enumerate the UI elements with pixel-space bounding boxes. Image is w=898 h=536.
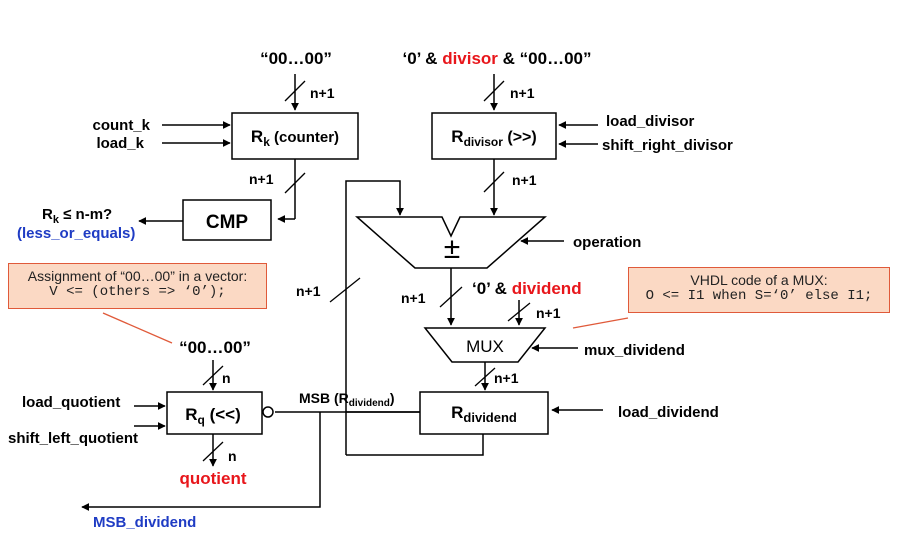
rk-out-width-slash <box>284 172 306 194</box>
load-k-label: load_k <box>96 135 144 152</box>
mux-block <box>423 327 547 363</box>
operation-label: operation <box>573 234 641 251</box>
rdivisor-input-width-label: n+1 <box>510 85 535 101</box>
alu-operation-symbol: ± <box>444 232 460 265</box>
rdivisor-label: Rdivisor (>>) <box>451 127 536 149</box>
zeros-quotient-label: “00…00” <box>179 338 251 357</box>
shift-right-divisor-label: shift_right_divisor <box>602 137 733 154</box>
msb-inverter-bubble <box>262 406 274 418</box>
dividend-input-width-slash <box>507 302 531 322</box>
alu-adder-subtractor <box>355 216 547 269</box>
feedback-width-slash <box>329 277 361 303</box>
rdivisor-block <box>431 112 557 160</box>
zeros-input-label: “00…00” <box>260 49 332 68</box>
cmp-condition-label: Rk ≤ n-m? <box>42 206 112 226</box>
rk-input-width-label: n+1 <box>310 85 335 101</box>
rq-input-width-label: n <box>222 370 231 386</box>
assign-vector-note: Assignment of “00…00” in a vector: V <= … <box>8 263 267 309</box>
rdividend-label: Rdividend <box>451 403 517 425</box>
dividend-feedback-bottom <box>346 434 484 456</box>
assign-note-code: V <= (others => ‘0’); <box>49 284 226 300</box>
rk-out-width-label: n+1 <box>249 171 274 187</box>
mux-out-width-slash <box>474 367 496 387</box>
rq-output-width-label: n <box>228 448 237 464</box>
mux-dividend-label: mux_dividend <box>584 342 685 359</box>
dividend-input-label: ‘0’ & dividend <box>472 279 582 298</box>
alu-out-width-slash <box>439 286 463 308</box>
rdivisor-out-width-label: n+1 <box>512 172 537 188</box>
rdividend-block <box>419 391 549 435</box>
rk-counter-label: Rk (counter) <box>251 127 339 149</box>
mux-note-title: VHDL code of a MUX: <box>690 272 828 288</box>
mux-note-pointer <box>572 317 629 329</box>
msb-rdividend-label: MSB (Rdividend) <box>299 390 395 409</box>
rq-output-width-slash <box>202 441 224 462</box>
msb-dividend-label: MSB_dividend <box>93 514 196 531</box>
feedback-width-label: n+1 <box>296 283 321 299</box>
load-quotient-label: load_quotient <box>22 394 120 411</box>
dividend-input-width-label: n+1 <box>536 305 561 321</box>
shift-left-quotient-label: shift_left_quotient <box>8 430 138 447</box>
msb-dividend-wire <box>81 412 321 511</box>
assign-note-pointer <box>102 312 173 344</box>
cmp-label: CMP <box>206 212 249 233</box>
cmp-block <box>182 199 272 241</box>
rk-input-width-slash <box>284 80 306 102</box>
mux-note-code: O <= I1 when S=‘0’ else I1; <box>645 288 873 304</box>
divisor-input-label: ‘0’ & divisor & “00…00” <box>403 49 592 68</box>
rdivisor-out-width-slash <box>483 171 505 193</box>
vhdl-mux-note: VHDL code of a MUX: O <= I1 when S=‘0’ e… <box>628 267 890 313</box>
load-dividend-label: load_dividend <box>618 404 719 421</box>
load-divisor-label: load_divisor <box>606 113 695 130</box>
count-k-label: count_k <box>92 117 150 134</box>
rq-label: Rq (<<) <box>185 405 241 427</box>
rq-input-width-slash <box>202 365 224 386</box>
mux-out-width-label: n+1 <box>494 370 519 386</box>
rk-counter-block <box>231 112 359 160</box>
assign-note-title: Assignment of “00…00” in a vector: <box>27 268 248 284</box>
rdivisor-input-width-slash <box>483 80 505 102</box>
mux-label: MUX <box>466 337 504 356</box>
rq-block <box>166 391 263 435</box>
quotient-output-label: quotient <box>179 469 246 488</box>
less-or-equals-label: (less_or_equals) <box>17 225 135 242</box>
alu-out-width-label: n+1 <box>401 290 426 306</box>
